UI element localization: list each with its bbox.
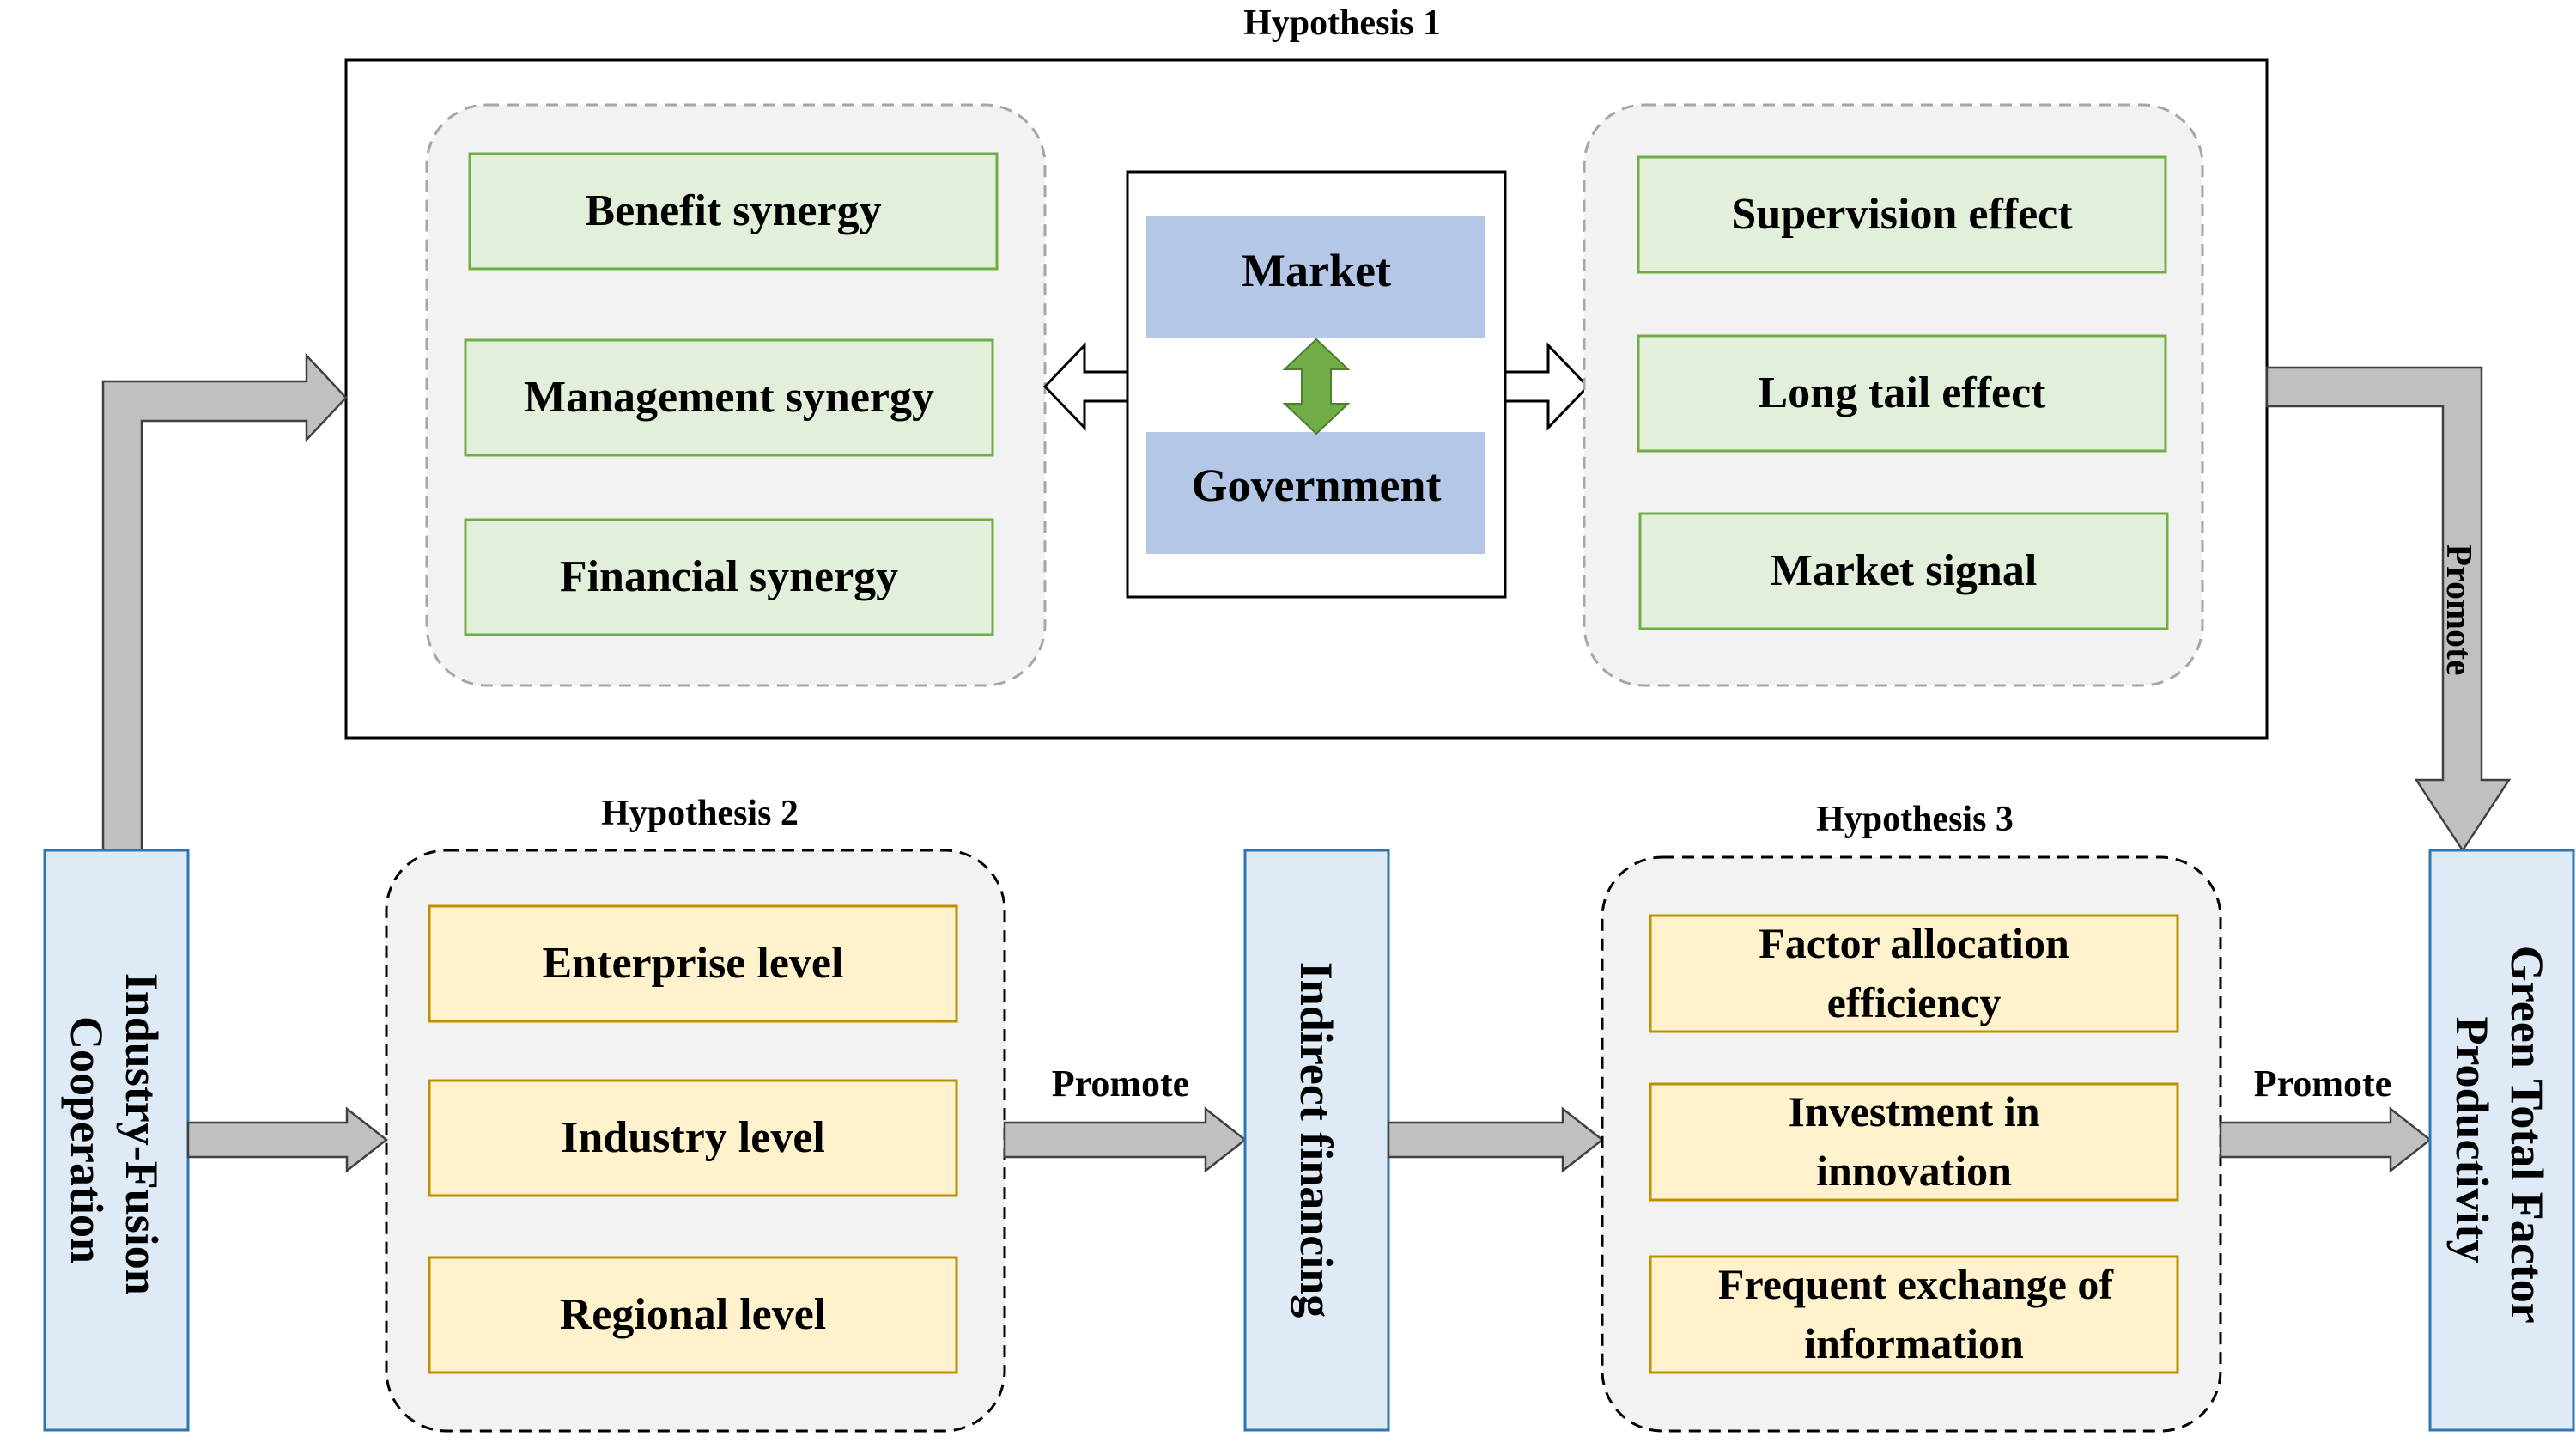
government-label: Government [1192, 460, 1442, 511]
left-outline-arrow-icon [1042, 342, 1129, 431]
indirect-to-h3-arrow-icon [1387, 1106, 1605, 1173]
promote-label-target: Promote [2254, 1062, 2391, 1105]
h2-to-indirect-arrow-icon [1003, 1106, 1248, 1173]
long-tail-effect-box [1637, 334, 2167, 453]
benefit-synergy-label: Benefit synergy [585, 186, 881, 235]
regional-level-label: Regional level [560, 1290, 827, 1339]
industry-level-label: Industry level [561, 1113, 825, 1162]
right-outline-arrow-icon [1504, 342, 1590, 431]
hypothesis-1-title: Hypothesis 1 [1243, 3, 1441, 43]
investment-innovation-label-2: innovation [1816, 1147, 2012, 1195]
information-exchange-box [1649, 1255, 2179, 1374]
financial-synergy-box [464, 518, 994, 636]
supervision-effect-box [1637, 155, 2167, 274]
double-arrow-icon [1282, 338, 1351, 435]
h3-to-target-arrow-icon [2219, 1106, 2433, 1173]
target-node-line-2: Productivity [2446, 1017, 2498, 1263]
market-label: Market [1242, 245, 1391, 296]
promote-label-vertical: Promote [2439, 544, 2478, 675]
promote-label-indirect: Promote [1052, 1062, 1189, 1105]
investment-innovation-label-1: Investment in [1788, 1087, 2039, 1135]
source-to-h2-arrow-icon [186, 1106, 389, 1173]
supervision-effect-label: Supervision effect [1731, 190, 2073, 239]
market-signal-label: Market signal [1771, 546, 2038, 595]
management-synergy-box [464, 338, 994, 457]
government-box [1146, 432, 1485, 554]
source-node-line-1: Industry-Fusion [116, 973, 167, 1295]
long-tail-effect-label: Long tail effect [1758, 368, 2046, 417]
enterprise-level-box [428, 904, 958, 1023]
industry-level-box [428, 1079, 958, 1197]
financial-synergy-label: Financial synergy [560, 552, 898, 601]
regional-level-box [428, 1256, 958, 1374]
target-node [2428, 849, 2575, 1432]
hypothesis-3-title: Hypothesis 3 [1816, 800, 2014, 839]
hypothesis-2-title: Hypothesis 2 [601, 794, 799, 833]
information-exchange-label-1: Frequent exchange of [1718, 1260, 2114, 1308]
information-exchange-label-2: information [1804, 1319, 2024, 1367]
source-node [43, 849, 190, 1432]
factor-allocation-box [1649, 914, 2179, 1033]
factor-allocation-label-1: Factor allocation [1759, 919, 2069, 967]
benefit-synergy-box [468, 152, 999, 271]
indirect-financing-text: Indirect financing [1291, 962, 1342, 1318]
source-node-line-2: Cooperation [61, 1016, 112, 1263]
indirect-financing-label: Indirect financing [1291, 962, 1342, 1318]
investment-innovation-box [1649, 1082, 2179, 1202]
market-box [1146, 216, 1485, 338]
factor-allocation-label-2: efficiency [1827, 978, 2002, 1026]
indirect-financing-node [1243, 849, 1390, 1432]
target-node-label: Green Total Factor Productivity [2446, 946, 2553, 1334]
source-node-label: Industry-Fusion Cooperation [61, 973, 167, 1307]
enterprise-level-label: Enterprise level [543, 939, 844, 988]
target-node-line-1: Green Total Factor [2501, 946, 2553, 1323]
market-signal-box [1638, 512, 2169, 630]
h1-to-target-arrow-icon [2265, 366, 2512, 853]
source-to-h1-arrow-icon [101, 352, 348, 852]
management-synergy-label: Management synergy [524, 373, 934, 422]
